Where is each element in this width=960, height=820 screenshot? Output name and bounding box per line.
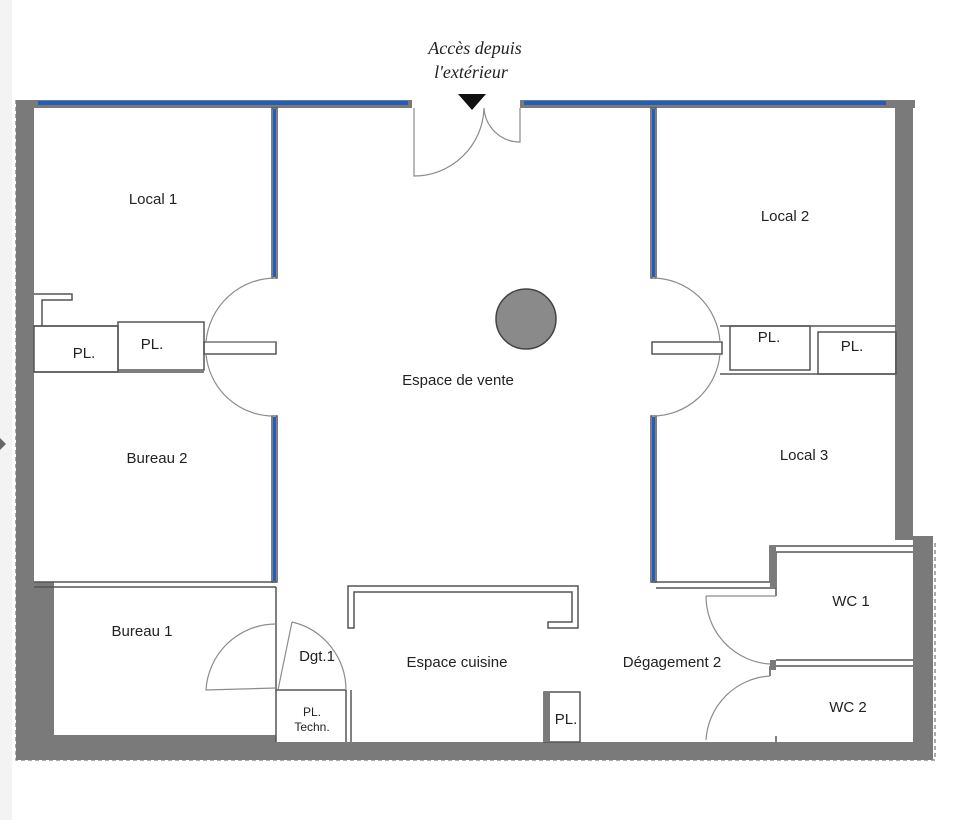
room-label-wc2: WC 2: [829, 699, 867, 716]
entrance-label-line1: Accès depuis: [427, 38, 521, 58]
room-label-wc1: WC 1: [832, 593, 870, 610]
left-margin-strip: [0, 0, 12, 820]
placard-label-right-outer: PL.: [841, 338, 864, 355]
entrance-label-line2: l'extérieur: [434, 62, 509, 82]
interior-wall-fills: [273, 109, 776, 742]
room-label-local3: Local 3: [780, 447, 828, 464]
room-label-bureau1: Bureau 1: [112, 623, 173, 640]
room-label-degagement2: Dégagement 2: [623, 654, 721, 671]
placard-label-left-inner: PL.: [141, 336, 164, 353]
placard-label-right-inner: PL.: [758, 329, 781, 346]
placard-label-left-outer: PL.: [73, 345, 96, 362]
room-label-dgt1: Dgt.1: [299, 648, 335, 665]
placard-label-techn-line1: PL.: [303, 705, 321, 719]
placard-label-techn-line2: Techn.: [294, 720, 329, 734]
collapse-arrow-icon[interactable]: [0, 438, 6, 450]
room-label-local2: Local 2: [761, 208, 809, 225]
entrance-arrow-icon: [458, 94, 486, 110]
facade-glazing: [38, 101, 886, 105]
room-label-espace-vente: Espace de vente: [402, 372, 514, 389]
room-label-espace-cuisine: Espace cuisine: [407, 654, 508, 671]
placard-label-kitchen: PL.: [555, 711, 578, 728]
exterior-walls: [16, 100, 933, 760]
door-swings: [205, 107, 776, 741]
room-label-bureau2: Bureau 2: [127, 450, 188, 467]
room-label-local1: Local 1: [129, 191, 177, 208]
column-circle: [495, 288, 557, 350]
